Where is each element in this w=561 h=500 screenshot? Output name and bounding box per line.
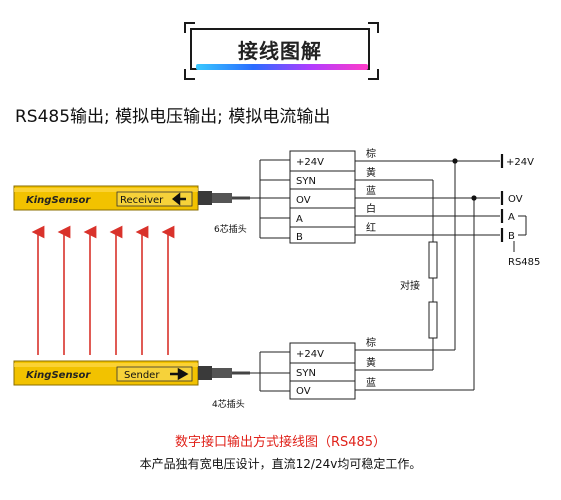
sender-connector-label: 4芯插头	[212, 398, 245, 410]
terminal-label: OV	[508, 194, 523, 205]
receiver-output-wires	[355, 160, 500, 236]
sender-output-wires	[355, 349, 474, 391]
receiver-pin: A	[296, 214, 303, 225]
wire-color-label: 红	[366, 221, 376, 234]
rs485-label: RS485	[508, 257, 540, 268]
terminal-label: +24V	[506, 157, 534, 168]
title-corner-decoration	[184, 69, 195, 80]
wire-color-label: 黄	[366, 356, 376, 369]
power-buses	[454, 161, 475, 390]
title-corner-decoration	[368, 69, 379, 80]
wire-color-label: 黄	[366, 166, 376, 179]
sender-pin: SYN	[296, 368, 316, 379]
receiver-pin-table: +24V SYN OV A B	[289, 150, 356, 244]
wire-color-label: 白	[366, 202, 376, 215]
receiver-connector-wires	[250, 159, 290, 239]
joint-label: 对接	[400, 279, 420, 292]
diagram-caption: 数字接口输出方式接线图（RS485）	[174, 435, 387, 450]
rs485-bracket	[513, 215, 527, 252]
sender-pin: OV	[296, 386, 311, 397]
sender-brand-label: KingSensor	[26, 370, 91, 381]
product-note: 本产品独有宽电压设计，直流12/24v均可稳定工作。	[139, 457, 422, 471]
sender-connector-wires	[250, 351, 290, 392]
junction-dot	[452, 158, 458, 164]
sender-label: Sender	[124, 370, 160, 381]
receiver-pin: B	[296, 232, 303, 243]
receiver-connector-label: 6芯插头	[214, 223, 247, 235]
page-title: 接线图解	[238, 38, 322, 63]
right-arrow-icon	[170, 367, 189, 381]
output-types-subtitle: RS485输出; 模拟电压输出; 模拟电流输出	[15, 107, 331, 127]
title-corner-decoration	[368, 22, 379, 33]
syn-joint	[428, 180, 438, 370]
sender-pin-table: +24V SYN OV	[289, 342, 356, 400]
receiver-pin: OV	[296, 195, 311, 206]
junction-dot	[471, 195, 477, 201]
terminal-label: A	[508, 212, 515, 223]
sender-sensor-bar: KingSensor Sender 4芯插头	[13, 360, 250, 410]
receiver-sensor-bar: KingSensor Receiver 6芯插头	[13, 185, 250, 235]
sender-pin: +24V	[296, 349, 324, 360]
left-arrow-icon	[171, 192, 186, 206]
receiver-brand-label: KingSensor	[26, 195, 91, 206]
light-beam-arrows	[31, 225, 175, 355]
wire-color-label: 棕	[366, 147, 376, 160]
receiver-label: Receiver	[120, 195, 164, 206]
receiver-pin: +24V	[296, 157, 324, 168]
wire-color-label: 棕	[366, 336, 376, 349]
title-corner-decoration	[184, 22, 195, 33]
terminal-label: B	[508, 231, 515, 242]
title-box: 接线图解	[190, 28, 370, 70]
wire-color-label: 蓝	[366, 185, 376, 197]
receiver-pin: SYN	[296, 176, 316, 187]
title-gradient-bar	[196, 64, 368, 70]
wire-color-label: 蓝	[366, 377, 376, 389]
